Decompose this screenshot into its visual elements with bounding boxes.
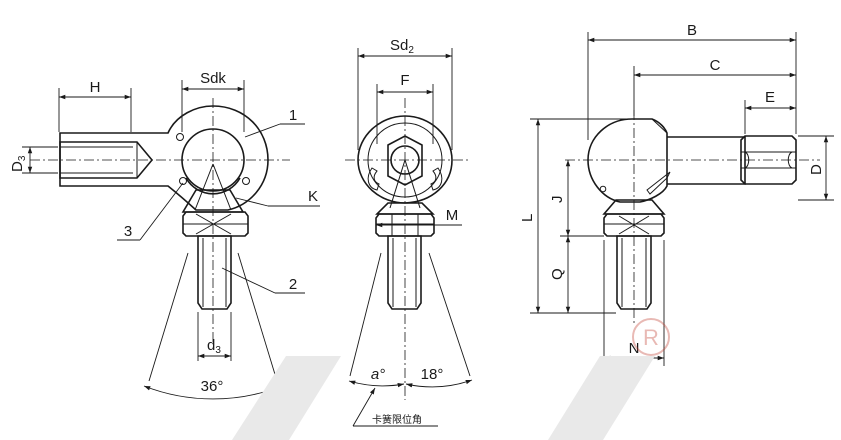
label-D: D bbox=[808, 164, 825, 175]
label-Q: Q bbox=[549, 268, 566, 280]
left-view-body bbox=[59, 105, 269, 211]
label-Sdk: Sdk bbox=[200, 70, 226, 87]
registered-mark-text: R bbox=[643, 325, 659, 350]
label-Sd2: Sd2 bbox=[390, 37, 414, 56]
label-angle-a: a° bbox=[371, 366, 385, 383]
label-part-1: 1 bbox=[289, 107, 297, 124]
left-view: H Sdk D3 1 K 3 2 d3 bbox=[9, 70, 320, 400]
right-view-stud bbox=[602, 199, 666, 310]
right-view-body bbox=[587, 118, 797, 203]
label-angle-36: 36° bbox=[201, 378, 224, 395]
label-D3: D3 bbox=[9, 155, 28, 172]
label-J: J bbox=[549, 196, 566, 204]
registered-mark-logo: R bbox=[632, 318, 670, 356]
right-view: B C E D L J Q N R bbox=[519, 22, 834, 366]
label-C: C bbox=[710, 57, 721, 74]
label-spring-limit-angle: 卡簧限位角 bbox=[372, 413, 422, 426]
label-B: B bbox=[687, 22, 697, 39]
label-K: K bbox=[308, 188, 318, 205]
left-view-stud bbox=[181, 163, 249, 310]
label-H: H bbox=[90, 79, 101, 96]
label-M: M bbox=[446, 207, 459, 224]
label-part-2: 2 bbox=[289, 276, 297, 293]
watermark-strokes bbox=[232, 356, 655, 440]
middle-view: Sd2 F M a° 18° 卡簧限位角 bbox=[345, 37, 473, 427]
label-N: N bbox=[629, 340, 640, 357]
label-E: E bbox=[765, 89, 775, 106]
label-L: L bbox=[519, 214, 536, 222]
label-part-3: 3 bbox=[124, 223, 132, 240]
label-angle-18: 18° bbox=[421, 366, 444, 383]
label-F: F bbox=[400, 72, 409, 89]
label-d3: d3 bbox=[207, 337, 221, 356]
